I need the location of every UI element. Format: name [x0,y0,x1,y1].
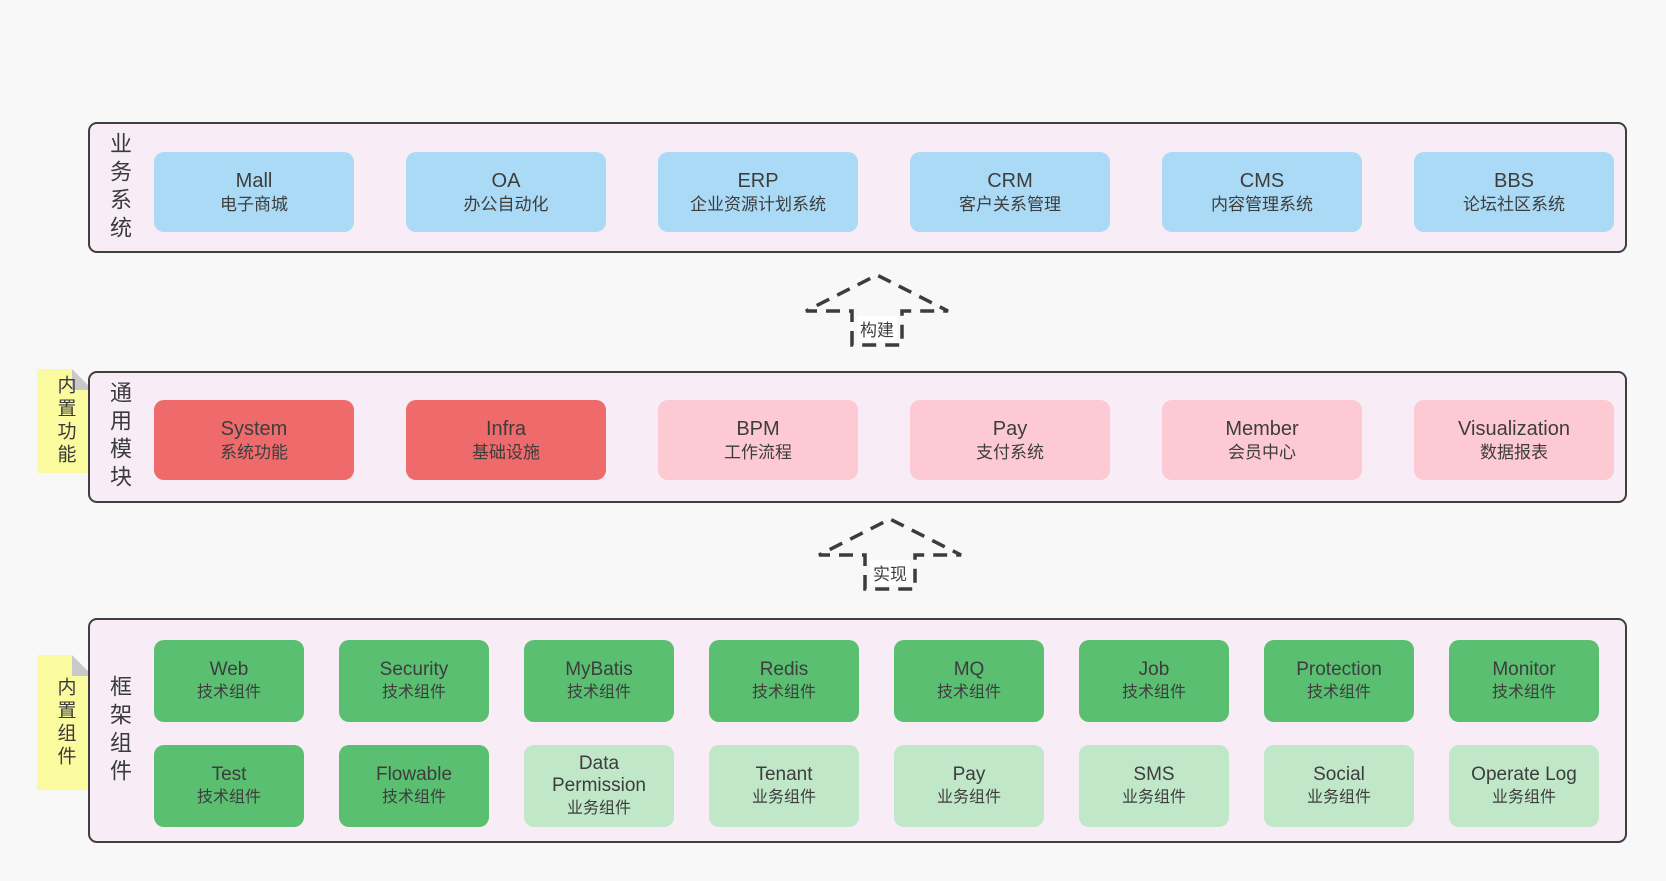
box-title: ERP [737,169,779,192]
box-subtitle: 业务组件 [751,788,816,806]
box-tenant: Tenant 业务组件 [709,745,859,827]
sticky-note-label: 内置组件 [54,676,76,769]
box-security: Security 技术组件 [339,640,489,722]
box-subtitle: 基础设施 [472,442,540,462]
box-subtitle: 技术组件 [751,683,816,701]
box-bbs: BBS 论坛社区系统 [1414,152,1614,232]
box-subtitle: 技术组件 [566,683,631,701]
sticky-note-label: 内置功能 [54,375,76,467]
box-sms: SMS 业务组件 [1079,745,1229,827]
box-subtitle: 业务组件 [1306,788,1371,806]
box-flowable: Flowable 技术组件 [339,745,489,827]
arrow-implement-label: 实现 [870,560,910,585]
box-title: CRM [987,169,1033,192]
box-subtitle: 业务组件 [566,800,631,818]
box-pay-system: Pay 支付系统 [910,400,1110,480]
arrow-build: 构建 [795,272,959,348]
box-subtitle: 技术组件 [1491,683,1556,701]
box-title: Redis [759,659,809,681]
box-title: BBS [1493,169,1535,192]
box-title: Mall [235,169,273,192]
layer-common-modules: 通用模块 System 系统功能 Infra 基础设施 BPM 工作流程 Pay… [88,371,1627,503]
box-pay-business: Pay 业务组件 [894,745,1044,827]
box-title: Job [1138,659,1170,681]
box-title: Infra [485,417,527,440]
box-title: Flowable [375,764,453,786]
box-title: Social [1313,764,1365,786]
box-crm: CRM 客户关系管理 [910,152,1110,232]
box-subtitle: 系统功能 [220,442,288,462]
box-title: System [220,417,288,440]
box-mybatis: MyBatis 技术组件 [524,640,674,722]
box-title: Visualization [1458,417,1570,440]
layer-label-framework-components: 框架组件 [107,674,132,787]
box-subtitle: 电子商城 [220,194,288,214]
box-title: Pay [992,417,1028,440]
box-subtitle: 数据报表 [1480,442,1548,462]
box-subtitle: 会员中心 [1228,442,1296,462]
box-title: CMS [1239,169,1285,192]
box-test: Test 技术组件 [154,745,304,827]
box-title: Tenant [755,764,813,786]
layer-label-common-modules: 通用模块 [107,381,132,493]
box-title: OA [491,169,521,192]
box-title: Member [1225,417,1299,440]
box-title: Operate Log [1471,764,1577,786]
box-subtitle: 技术组件 [196,788,261,806]
box-subtitle: 工作流程 [724,442,792,462]
box-data-permission: Data Permission 业务组件 [524,745,674,827]
box-mq: MQ 技术组件 [894,640,1044,722]
box-monitor: Monitor 技术组件 [1449,640,1599,722]
box-title: Test [211,764,247,786]
box-mall: Mall 电子商城 [154,152,354,232]
box-subtitle: 技术组件 [936,683,1001,701]
box-protection: Protection 技术组件 [1264,640,1414,722]
box-visualization: Visualization 数据报表 [1414,400,1614,480]
box-title: Data Permission [552,752,646,797]
box-title: Web [209,659,249,681]
box-title: SMS [1133,764,1175,786]
box-subtitle: 内容管理系统 [1211,194,1313,214]
box-title: Pay [952,764,986,786]
box-subtitle: 论坛社区系统 [1463,194,1565,214]
box-erp: ERP 企业资源计划系统 [658,152,858,232]
box-job: Job 技术组件 [1079,640,1229,722]
box-bpm: BPM 工作流程 [658,400,858,480]
box-redis: Redis 技术组件 [709,640,859,722]
layer-business-systems: 业务系统 Mall 电子商城 OA 办公自动化 ERP 企业资源计划系统 CRM… [88,122,1627,253]
box-title: BPM [736,417,780,440]
box-subtitle: 技术组件 [381,788,446,806]
box-subtitle: 业务组件 [1121,788,1186,806]
sticky-note-builtin-components: 内置组件 [37,655,93,790]
box-subtitle: 技术组件 [1121,683,1186,701]
box-cms: CMS 内容管理系统 [1162,152,1362,232]
arrow-build-label: 构建 [857,316,897,341]
box-title: MQ [953,659,985,681]
box-operate-log: Operate Log 业务组件 [1449,745,1599,827]
layer-label-business-systems: 业务系统 [107,131,132,244]
box-subtitle: 技术组件 [1306,683,1371,701]
box-oa: OA 办公自动化 [406,152,606,232]
box-subtitle: 技术组件 [196,683,261,701]
box-member: Member 会员中心 [1162,400,1362,480]
box-subtitle: 技术组件 [381,683,446,701]
box-system: System 系统功能 [154,400,354,480]
box-title: MyBatis [565,659,633,681]
arrow-implement: 实现 [808,516,972,592]
box-title: Protection [1296,659,1382,681]
layer-framework-components: 框架组件 Web 技术组件 Security 技术组件 MyBatis 技术组件… [88,618,1627,843]
box-subtitle: 支付系统 [976,442,1044,462]
box-title: Security [379,659,449,681]
box-subtitle: 业务组件 [936,788,1001,806]
box-subtitle: 客户关系管理 [959,194,1061,214]
box-title: Monitor [1492,659,1556,681]
box-subtitle: 办公自动化 [463,194,549,214]
box-subtitle: 企业资源计划系统 [690,194,826,214]
sticky-note-builtin-functions: 内置功能 [37,369,93,473]
box-subtitle: 业务组件 [1491,788,1556,806]
box-social: Social 业务组件 [1264,745,1414,827]
box-web: Web 技术组件 [154,640,304,722]
box-infra: Infra 基础设施 [406,400,606,480]
